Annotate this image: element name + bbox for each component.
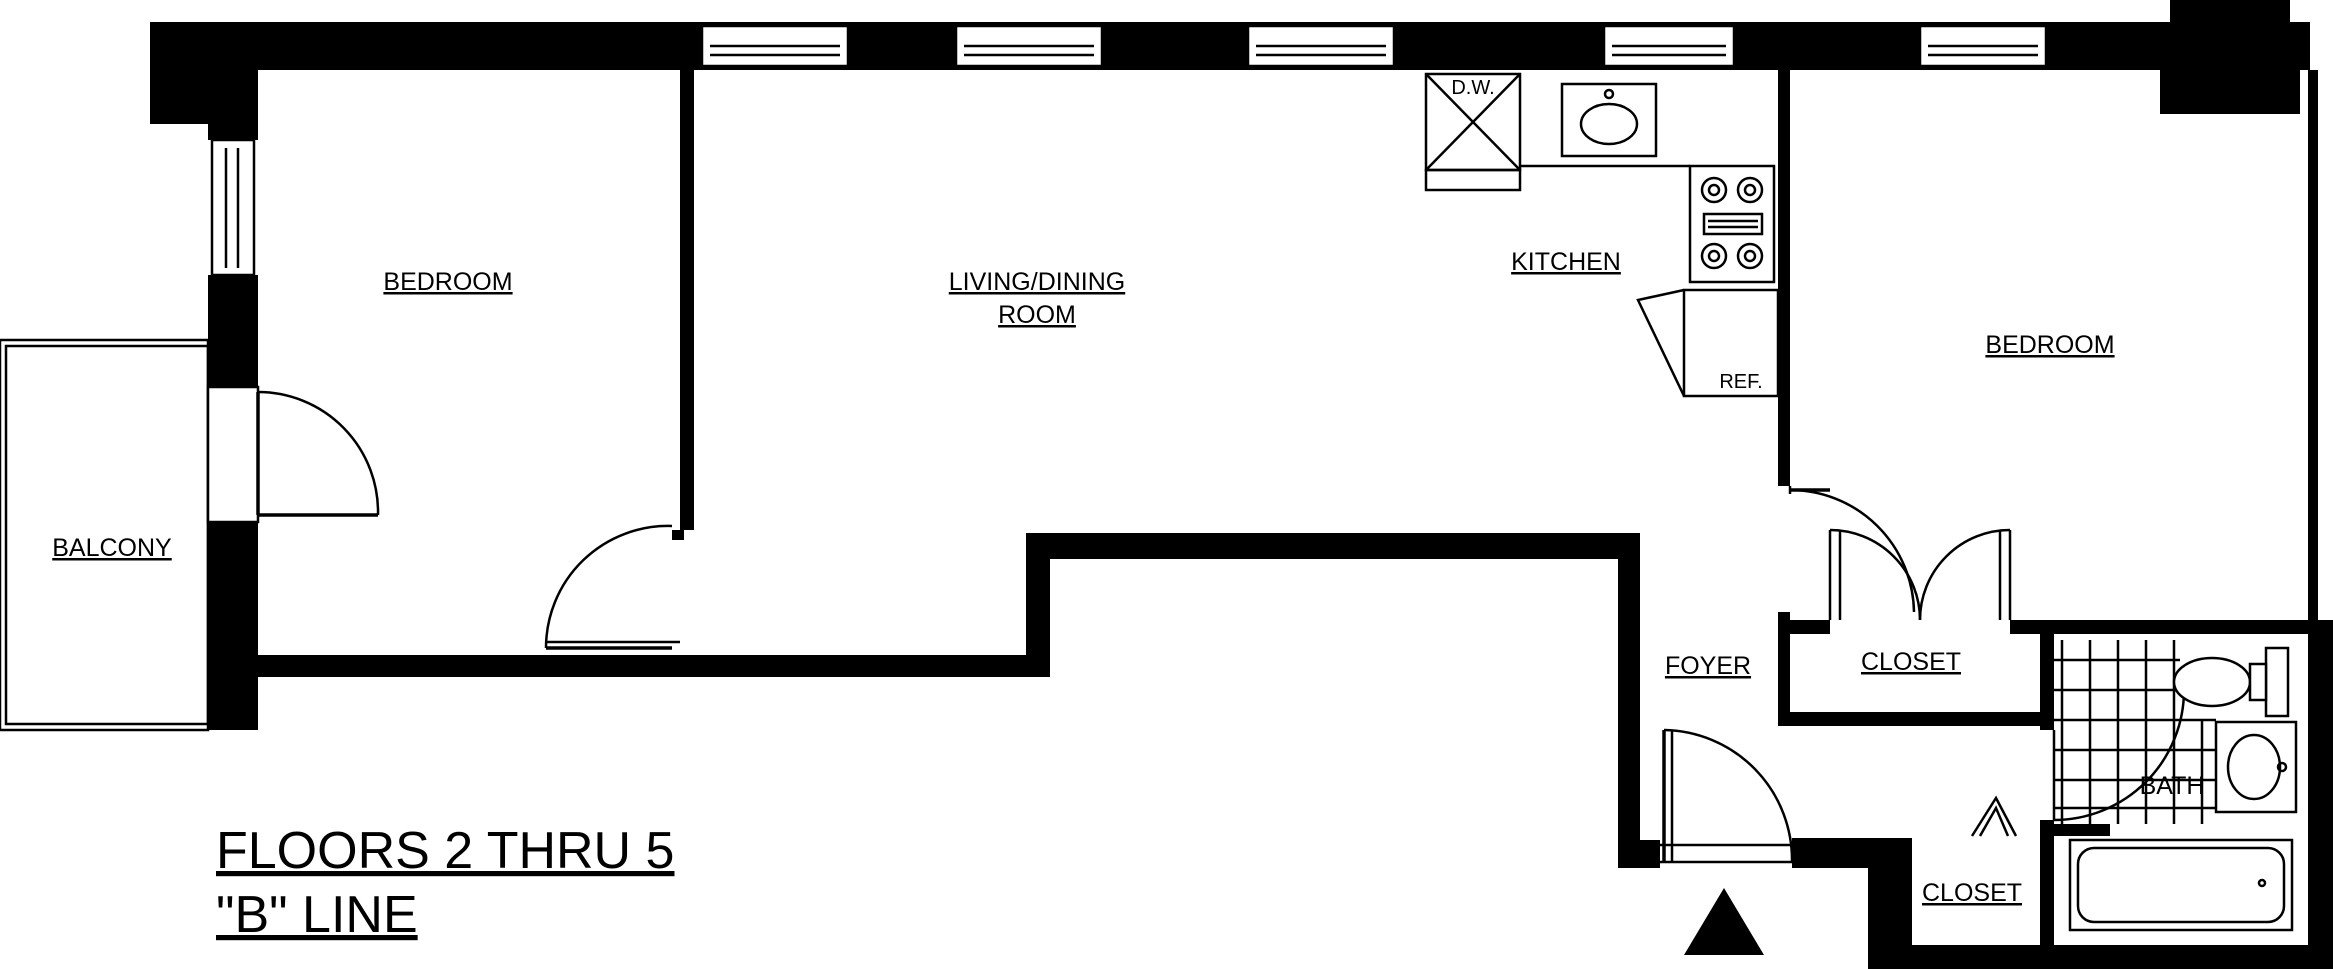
title-line2: "B" LINE (216, 886, 418, 944)
doors (206, 385, 2186, 864)
title-line1: FLOORS 2 THRU 5 (216, 822, 674, 880)
room-labels: BEDROOM LIVING/DINING ROOM KITCHEN BEDRO… (52, 77, 2204, 907)
windows (210, 24, 2048, 277)
label-bath: BATH (2140, 772, 2205, 800)
kitchen-fixtures (1424, 72, 1780, 398)
label-refrigerator: REF. (1719, 371, 1762, 393)
label-bedroom-left: BEDROOM (383, 268, 512, 296)
plan-title: FLOORS 2 THRU 5 "B" LINE (216, 822, 674, 944)
label-bedroom-right: BEDROOM (1985, 331, 2114, 359)
balcony (0, 338, 210, 732)
label-balcony: BALCONY (52, 534, 172, 562)
bath-fixtures (2054, 640, 2298, 932)
entry-arrow-icon (1684, 888, 1764, 955)
label-foyer: FOYER (1665, 652, 1751, 680)
label-living-line2: ROOM (998, 301, 1076, 329)
label-living-line1: LIVING/DINING (949, 268, 1125, 296)
label-kitchen: KITCHEN (1511, 248, 1621, 276)
label-closet-main: CLOSET (1861, 648, 1961, 676)
label-dishwasher: D.W. (1451, 77, 1494, 99)
label-closet-small: CLOSET (1922, 879, 2022, 907)
tile-pattern (2054, 640, 2216, 824)
